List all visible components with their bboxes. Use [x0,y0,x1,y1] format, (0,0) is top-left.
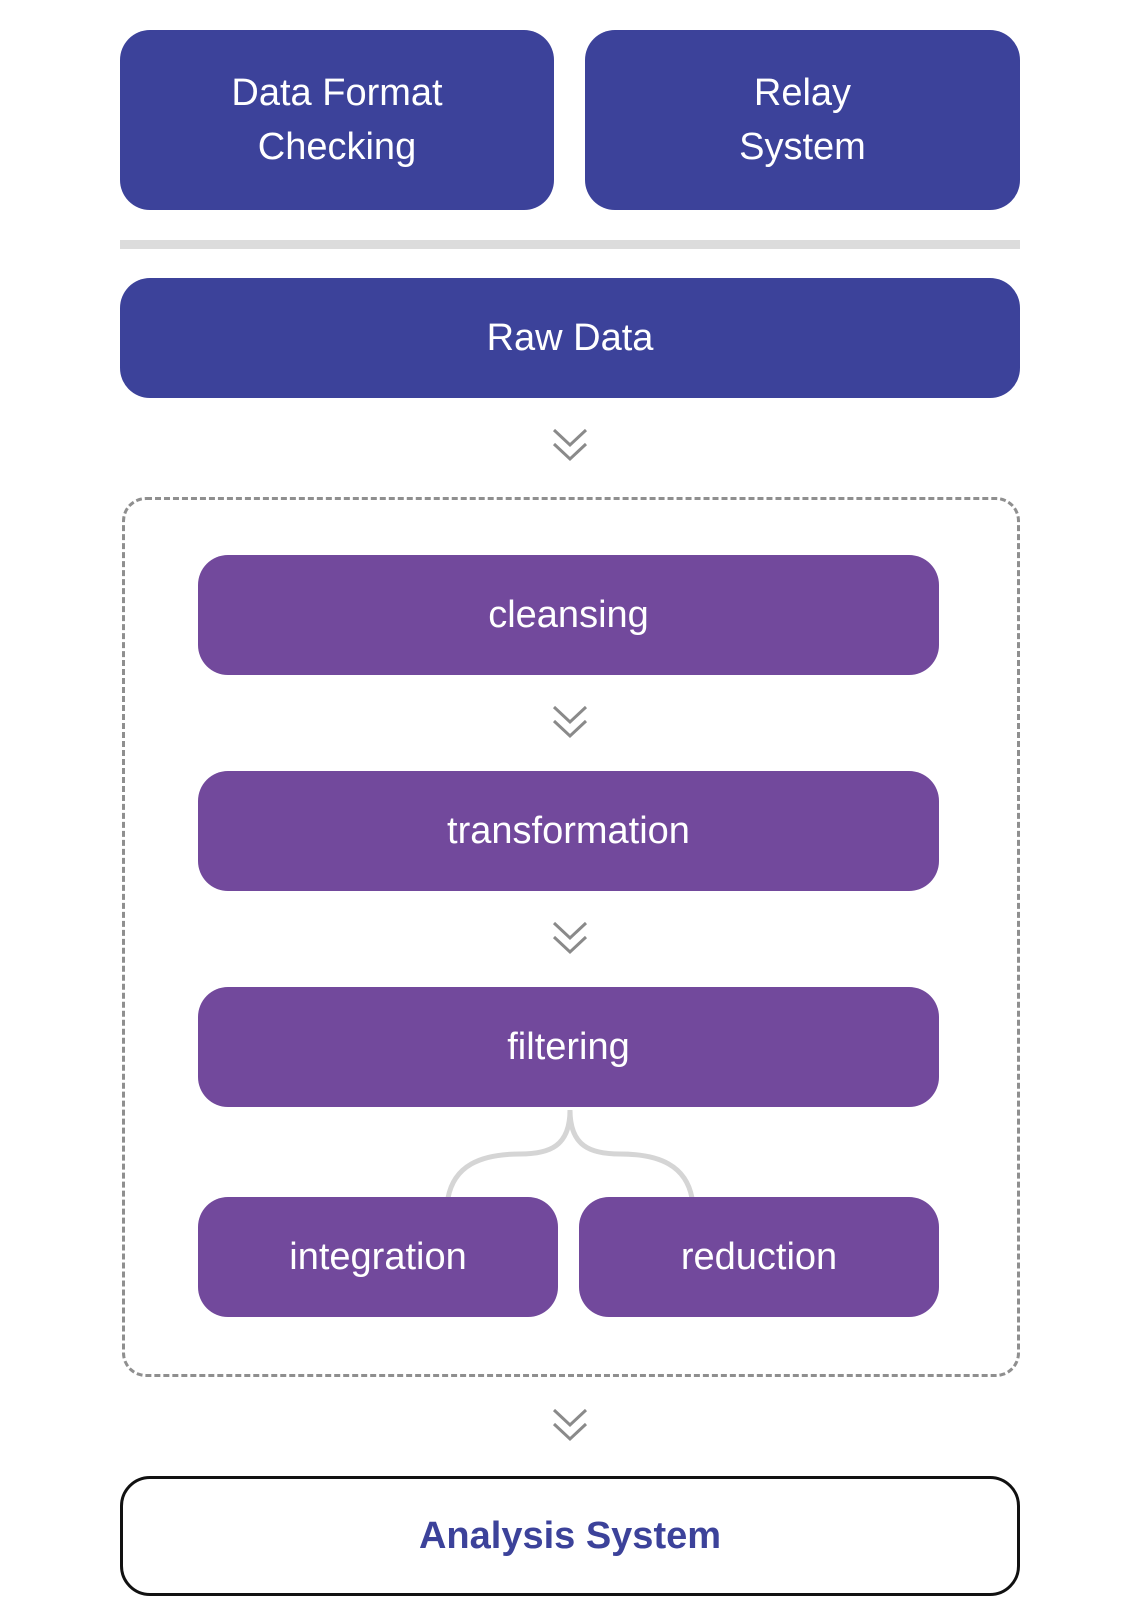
transformation-box: transformation [198,771,939,891]
double-chevron-down-icon [552,1408,588,1442]
analysis-system-box: Analysis System [120,1476,1020,1596]
integration-box: integration [198,1197,558,1317]
cleansing-box: cleansing [198,555,939,675]
double-chevron-down-icon [552,921,588,955]
double-chevron-down-icon [552,705,588,739]
brace-connector-icon [445,1110,695,1199]
divider [120,240,1020,249]
data-format-checking-box: Data Format Checking [120,30,554,210]
processing-group [122,497,1020,1377]
reduction-box: reduction [579,1197,939,1317]
filtering-box: filtering [198,987,939,1107]
double-chevron-down-icon [552,428,588,462]
relay-system-box: Relay System [585,30,1020,210]
raw-data-box: Raw Data [120,278,1020,398]
